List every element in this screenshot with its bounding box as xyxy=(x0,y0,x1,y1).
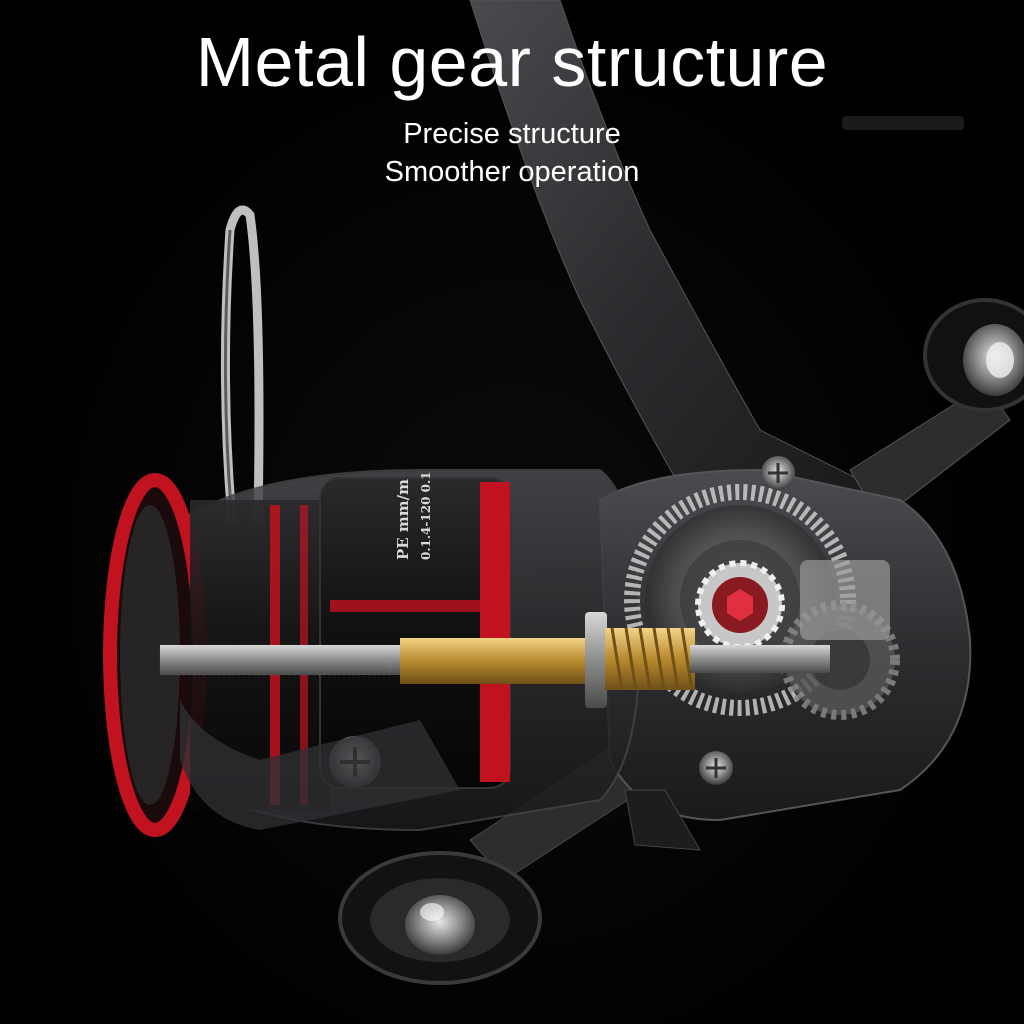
feature-line-smoother: Smoother operation xyxy=(384,156,640,188)
page-title: Metal gear structure xyxy=(195,23,829,101)
anti-reverse-lever xyxy=(624,789,701,851)
spool-capacity: 0.1.4-120 0.1 xyxy=(419,472,433,561)
screw-top xyxy=(761,456,795,490)
lower-handle-knob xyxy=(338,851,542,985)
faint-watermark-logo xyxy=(842,116,964,130)
spool-markings: PE mm/m 0.1.4-120 0.1 xyxy=(394,472,433,561)
bail-wire xyxy=(220,205,264,525)
spool-line-type: PE mm/m xyxy=(394,479,412,560)
feature-line-precise: Precise structure xyxy=(403,118,621,150)
oscillation-gear xyxy=(780,560,900,720)
rotor-lower-frame xyxy=(180,700,460,830)
pinion-gear xyxy=(695,560,785,650)
upper-handle-knob xyxy=(923,298,1024,412)
main-shaft xyxy=(159,644,410,676)
brass-pinion-sleeve xyxy=(400,612,830,708)
screw-bottom xyxy=(699,751,733,785)
